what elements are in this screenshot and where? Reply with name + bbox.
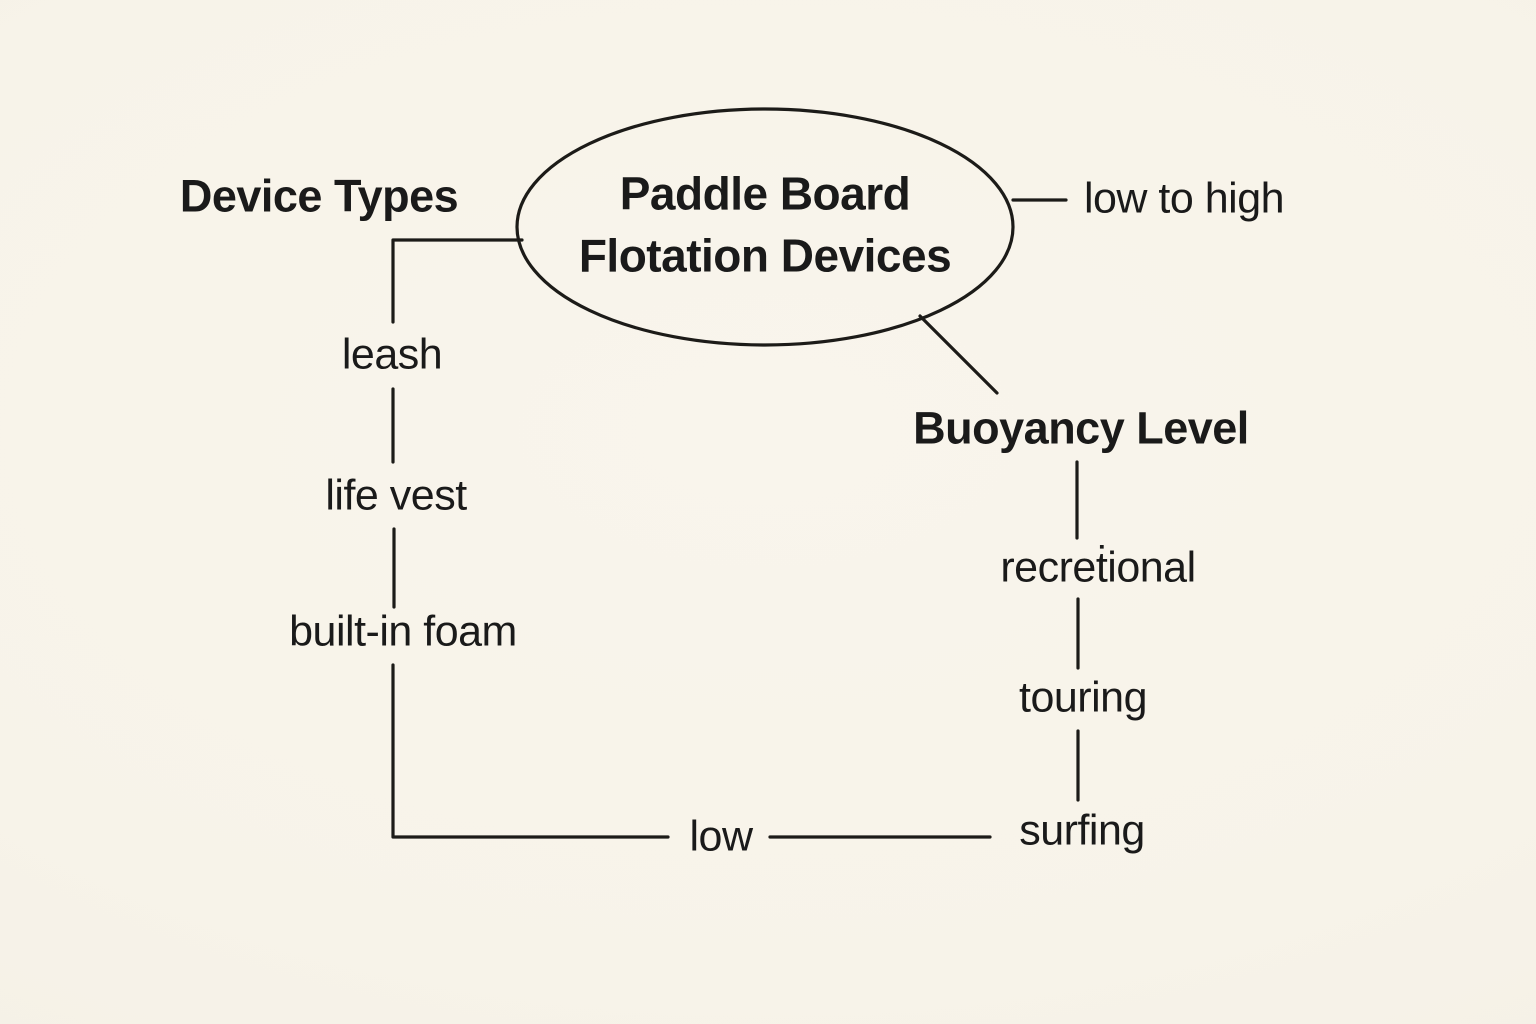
buoyancy-item-touring: touring [1019, 673, 1147, 722]
center-node-label-line1: Paddle Board [619, 167, 911, 220]
connector-foam-low-elbow [391, 663, 670, 839]
bottom-connector-label-low: low [689, 812, 753, 861]
device-type-item-built-in-foam: built-in foam [289, 607, 517, 656]
center-node-label: Paddle Board Flotation Devices [578, 163, 952, 286]
buoyancy-item-recretional: recreṫional [1000, 543, 1196, 592]
low-to-high-annotation: low to high [1083, 174, 1285, 223]
device-type-item-life-vest: life vest [325, 471, 467, 520]
connector-devicetypes-elbow [391, 238, 524, 324]
buoyancy-item-surfing: surfing [1019, 806, 1145, 855]
device-type-item-leash: leash [341, 330, 443, 379]
connector-ellipse-buoyancy [918, 314, 999, 395]
device-types-heading: Device Types [179, 170, 459, 222]
center-node-label-line2: Flotation Devices [578, 229, 952, 281]
center-node-ellipse [515, 107, 1015, 347]
buoyancy-level-heading: Buoyancy Level [913, 402, 1249, 454]
